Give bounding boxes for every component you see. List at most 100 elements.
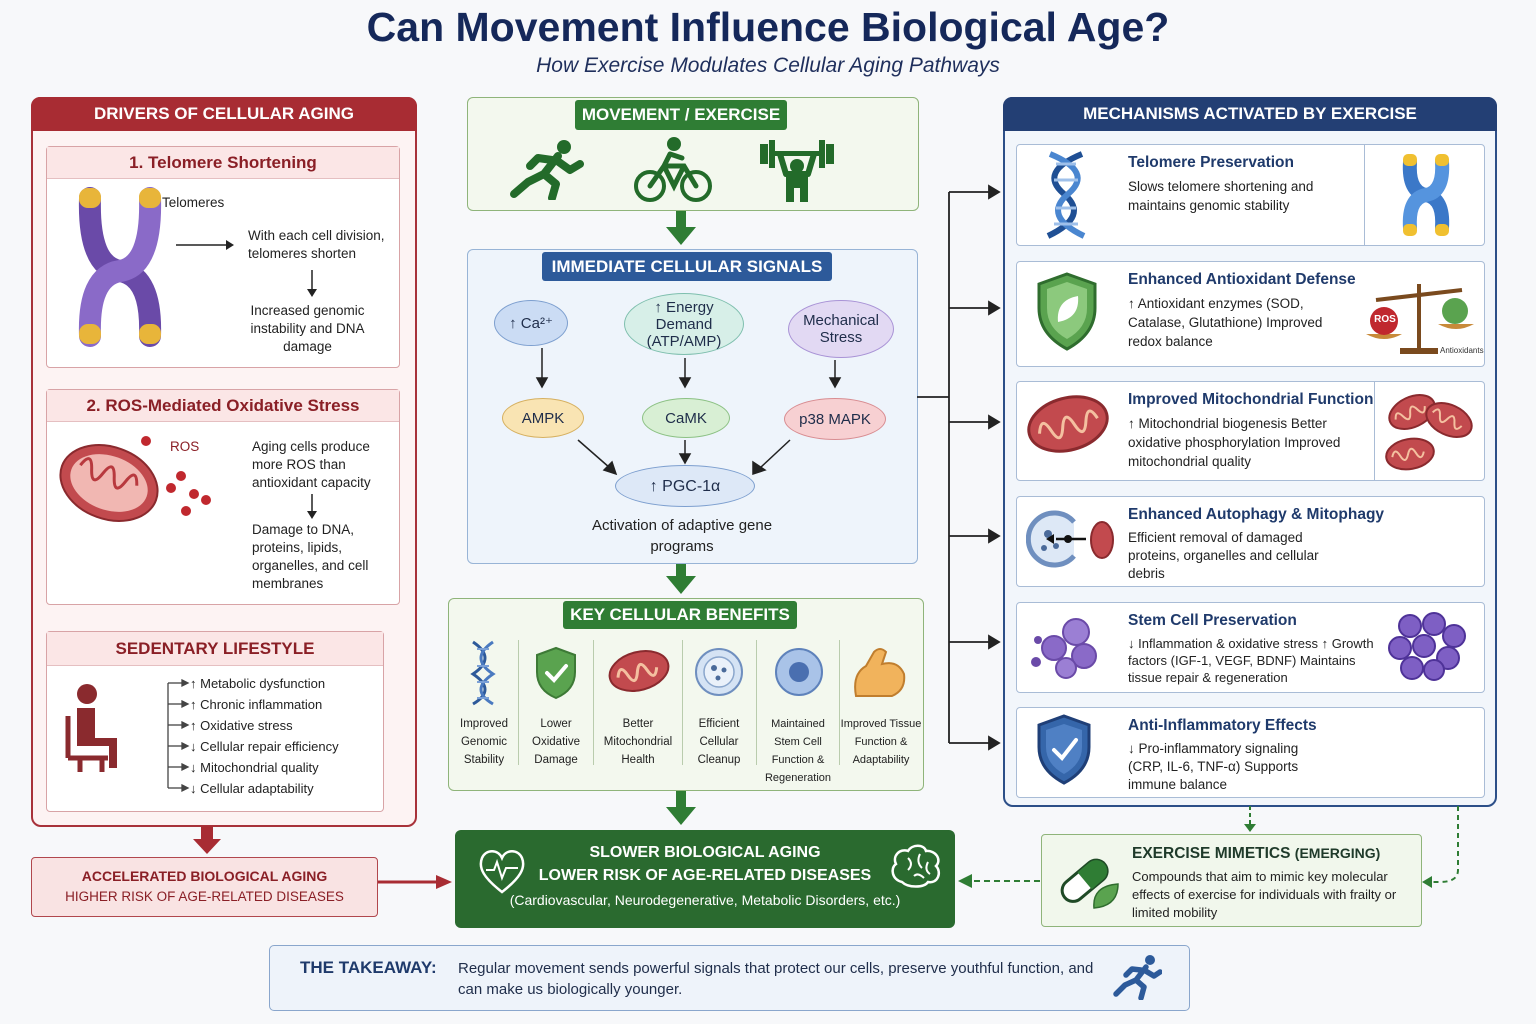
calcium-label: ↑ Ca²⁺ [509, 314, 553, 332]
ros-label: ROS [170, 439, 200, 454]
divider [839, 640, 840, 765]
arrow-right-icon [176, 240, 234, 250]
exercise-mimetics-box: EXERCISE MIMETICS (EMERGING) Compounds t… [1041, 834, 1422, 927]
ros-stress-title: 2. ROS-Mediated Oxidative Stress [47, 390, 399, 422]
list-item: ↓ Cellular repair efficiency [190, 739, 339, 754]
mechanism-desc: Efficient removal of damaged proteins, o… [1128, 530, 1319, 581]
cell-cluster-icon [1388, 612, 1466, 681]
page-title: Can Movement Influence Biological Age? [366, 4, 1170, 50]
arrow-down-icon [193, 826, 221, 854]
telomere-shortening-title: 1. Telomere Shortening [47, 147, 399, 179]
balance-scale-icon [1366, 284, 1474, 354]
mitochondria-group-icon [1385, 394, 1473, 471]
p38-mapk-label: p38 MAPK [799, 410, 871, 428]
mechanism-title: Telomere Preservation [1128, 154, 1294, 171]
signals-header: IMMEDIATE CELLULAR SIGNALS [542, 252, 832, 281]
divider [682, 640, 683, 765]
mechanisms-header: MECHANISMS ACTIVATED BY EXERCISE [1003, 97, 1497, 131]
shield-icon [1037, 714, 1091, 785]
dashed-arrow-loop [1422, 806, 1459, 888]
sedentary-title: SEDENTARY LIFESTYLE [47, 632, 383, 666]
shield-check-icon [536, 646, 576, 700]
slower-line2: LOWER RISK OF AGE-RELATED DISEASES [538, 867, 872, 884]
benefits-header: KEY CELLULAR BENEFITS [563, 601, 797, 629]
mechanism-title: Enhanced Autophagy & Mitophagy [1128, 506, 1385, 523]
chromosome-icon [78, 187, 162, 347]
stem-cells-icon [1031, 618, 1097, 679]
bracket-arrows-icon [167, 678, 190, 793]
mechanism-desc: ↑ Mitochondrial biogenesis Better oxidat… [1128, 416, 1341, 469]
list-item: ↑ Oxidative stress [190, 718, 293, 733]
activation-text: Activation of adaptive gene programs [591, 517, 773, 555]
ampk-node: AMPK [502, 398, 584, 438]
takeaway-box: THE TAKEAWAY: Regular movement sends pow… [269, 945, 1190, 1011]
mitochondrion-icon [1027, 395, 1109, 453]
cell-cleanup-icon [695, 648, 743, 696]
mimetics-desc: Compounds that aim to mimic key molecula… [1132, 869, 1397, 920]
flexed-arm-icon [854, 648, 906, 697]
mechanism-desc: Slows telomere shortening and maintains … [1128, 179, 1314, 213]
mechanical-stress-node: Mechanical Stress [788, 300, 894, 358]
mechanism-desc: ↑ Antioxidant enzymes (SOD, Catalase, Gl… [1128, 296, 1323, 349]
divider [593, 640, 594, 765]
shield-leaf-icon [1037, 272, 1097, 351]
pgc1a-node: ↑ PGC-1α [615, 465, 755, 507]
arrow-down-icon [307, 494, 317, 519]
takeaway-label: THE TAKEAWAY: [300, 958, 437, 977]
mechanism-title: Anti-Inflammatory Effects [1128, 717, 1317, 734]
benefits-box [448, 598, 924, 791]
runner-icon [510, 140, 584, 200]
divider [1374, 382, 1375, 480]
benefit-mitochondrial: Better Mitochondrial Health [603, 718, 673, 766]
telomere-shortening-box: 1. Telomere Shortening [46, 146, 400, 368]
sedentary-lifestyle-box: SEDENTARY LIFESTYLE [46, 631, 384, 812]
pgc1a-label: ↑ PGC-1α [649, 477, 721, 495]
ros-label: ROS [1374, 314, 1396, 325]
mimetics-title: EXERCISE MIMETICS [1132, 845, 1291, 862]
capsule-leaf-icon [1060, 858, 1119, 909]
accel-line1: ACCELERATED BIOLOGICAL AGING [81, 868, 328, 884]
ampk-label: AMPK [521, 409, 565, 427]
mechanism-anti-inflammatory: Anti-Inflammatory Effects ↓ Pro-inflamma… [1016, 707, 1485, 798]
dna-icon [1046, 151, 1086, 239]
dna-icon [470, 640, 496, 706]
takeaway-text: Regular movement sends powerful signals … [458, 960, 1094, 998]
telomeres-label: Telomeres [162, 195, 225, 210]
camk-label: CaMK [665, 409, 707, 427]
list-item: ↓ Mitochondrial quality [190, 760, 319, 775]
benefit-cleanup: Efficient Cellular Cleanup [697, 718, 741, 766]
divider [756, 640, 757, 765]
energy-demand-node: ↑ Energy Demand (ATP/AMP) [624, 293, 744, 355]
mechanism-title: Enhanced Antioxidant Defense [1128, 271, 1356, 288]
movement-header: MOVEMENT / EXERCISE [575, 100, 787, 130]
mimetics-tag: (EMERGING) [1294, 845, 1381, 861]
brain-icon [891, 844, 940, 888]
weightlifter-icon [760, 140, 834, 202]
signal-arrows [535, 348, 842, 476]
benefit-tissue: Improved Tissue Function & Adaptability [840, 718, 922, 766]
accelerated-aging-box: ACCELERATED BIOLOGICAL AGING HIGHER RISK… [31, 857, 378, 917]
slower-aging-box: SLOWER BIOLOGICAL AGING LOWER RISK OF AG… [455, 830, 955, 928]
camk-node: CaMK [642, 398, 730, 438]
seated-person-icon [65, 684, 117, 772]
arrow-down-icon [666, 211, 696, 245]
mitochondrion-icon [59, 436, 211, 522]
accel-line2: HIGHER RISK OF AGE-RELATED DISEASES [65, 889, 344, 904]
stem-cell-icon [775, 648, 823, 696]
heart-icon [479, 850, 525, 894]
mechanism-desc: ↓ Pro-inflammatory signaling (CRP, IL-6,… [1128, 741, 1299, 792]
ros-step1: Aging cells produce more ROS than antiox… [252, 439, 371, 490]
cyclist-icon [634, 137, 712, 202]
dashed-arrow-down [1244, 806, 1256, 832]
arrow-right-icon [378, 875, 452, 889]
calcium-node: ↑ Ca²⁺ [494, 300, 568, 346]
benefit-stem-cell: Maintained Stem Cell Function & Regenera… [764, 718, 832, 784]
sedentary-effects-list: ↑ Metabolic dysfunction ↑ Chronic inflam… [190, 673, 339, 799]
mitochondrion-icon [608, 650, 670, 692]
divider [518, 640, 519, 765]
telomere-step2: Increased genomic instability and DNA da… [250, 303, 365, 354]
runner-icon [1113, 955, 1162, 1000]
divider [1364, 145, 1365, 245]
mechanism-desc: ↓ Inflammation & oxidative stress ↑ Grow… [1128, 636, 1374, 685]
p38-mapk-node: p38 MAPK [784, 398, 886, 440]
